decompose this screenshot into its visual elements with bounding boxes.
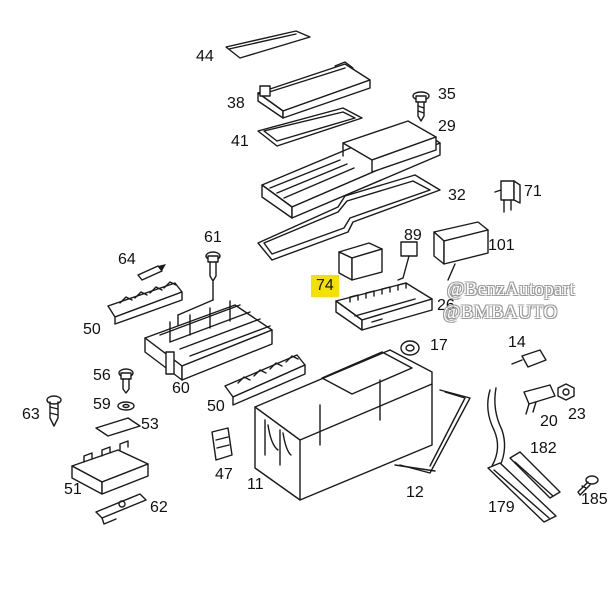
callout-47[interactable]: 47 xyxy=(215,466,233,483)
part-62-bracket-drawing xyxy=(95,493,147,525)
callout-179[interactable]: 179 xyxy=(488,499,515,516)
part-60-fuse-carrier-drawing xyxy=(144,300,273,381)
part-63-screw-drawing xyxy=(46,395,62,427)
part-61-screw-drawing xyxy=(177,251,221,346)
callout-12[interactable]: 12 xyxy=(406,484,424,501)
callout-185[interactable]: 185 xyxy=(581,491,608,508)
part-59-washer-drawing xyxy=(117,401,135,411)
part-89-relay-drawing xyxy=(397,241,418,281)
callout-53[interactable]: 53 xyxy=(141,416,159,433)
watermark-line-1: @BenzAutopart xyxy=(447,279,575,300)
part-11-housing-drawing xyxy=(254,349,433,501)
part-182-clip-drawing xyxy=(509,451,561,499)
callout-63[interactable]: 63 xyxy=(22,406,40,423)
part-44-strip-drawing xyxy=(225,30,311,59)
callout-71[interactable]: 71 xyxy=(524,183,542,200)
callout-50-lower[interactable]: 50 xyxy=(207,398,225,415)
callout-11[interactable]: 11 xyxy=(247,476,264,493)
part-50-lower-strip-drawing xyxy=(224,354,306,406)
callout-23[interactable]: 23 xyxy=(568,406,586,423)
part-35-screw-drawing xyxy=(412,91,430,122)
callout-101[interactable]: 101 xyxy=(488,237,515,254)
callout-56[interactable]: 56 xyxy=(93,367,111,384)
part-50-upper-strip-drawing xyxy=(107,281,183,325)
part-179-cable-drawing xyxy=(487,462,557,523)
part-74-relay-drawing xyxy=(338,242,383,281)
callout-51[interactable]: 51 xyxy=(64,481,82,498)
part-23-nut-drawing xyxy=(557,383,575,401)
callout-35[interactable]: 35 xyxy=(438,86,456,103)
callout-64[interactable]: 64 xyxy=(118,251,136,268)
callout-74-highlighted[interactable]: 74 xyxy=(311,275,339,297)
part-51-base-drawing xyxy=(71,440,149,495)
callout-38[interactable]: 38 xyxy=(227,95,245,112)
callout-32[interactable]: 32 xyxy=(448,187,466,204)
callout-61[interactable]: 61 xyxy=(204,229,222,246)
part-38-cover-drawing xyxy=(257,61,371,119)
callout-89[interactable]: 89 xyxy=(404,227,422,244)
part-26-relay-carrier-drawing xyxy=(335,282,433,331)
part-41-gasket-drawing xyxy=(257,107,363,147)
callout-182[interactable]: 182 xyxy=(530,440,557,457)
wire-harness-drawing xyxy=(487,387,506,467)
callout-60[interactable]: 60 xyxy=(172,380,190,397)
part-17-grommet-drawing xyxy=(400,340,420,356)
callout-62[interactable]: 62 xyxy=(150,499,168,516)
part-185-screw-drawing xyxy=(577,475,599,496)
part-56-screw-drawing xyxy=(118,368,134,394)
callout-20[interactable]: 20 xyxy=(540,413,558,430)
part-20-sensor-drawing xyxy=(523,384,556,415)
callout-14[interactable]: 14 xyxy=(508,334,526,351)
part-32-gasket-drawing xyxy=(257,174,441,261)
part-53-plate-drawing xyxy=(95,417,141,437)
part-64-puller-drawing xyxy=(137,264,166,281)
callout-44[interactable]: 44 xyxy=(196,48,214,65)
callout-17[interactable]: 17 xyxy=(430,337,448,354)
callout-26[interactable]: 26 xyxy=(437,297,455,314)
callout-59[interactable]: 59 xyxy=(93,396,111,413)
part-12-bracket-drawing xyxy=(394,389,471,474)
callout-29[interactable]: 29 xyxy=(438,118,456,135)
part-71-clip-drawing xyxy=(494,180,521,213)
callout-50-upper[interactable]: 50 xyxy=(83,321,101,338)
part-14-sensor-drawing xyxy=(511,349,547,368)
part-29-housing-cover-drawing xyxy=(261,120,441,219)
part-101-relay-drawing xyxy=(433,221,489,281)
part-47-connector-drawing xyxy=(211,427,233,461)
watermark-line-2: @BMBAUTO xyxy=(443,302,558,323)
callout-41[interactable]: 41 xyxy=(231,133,249,150)
